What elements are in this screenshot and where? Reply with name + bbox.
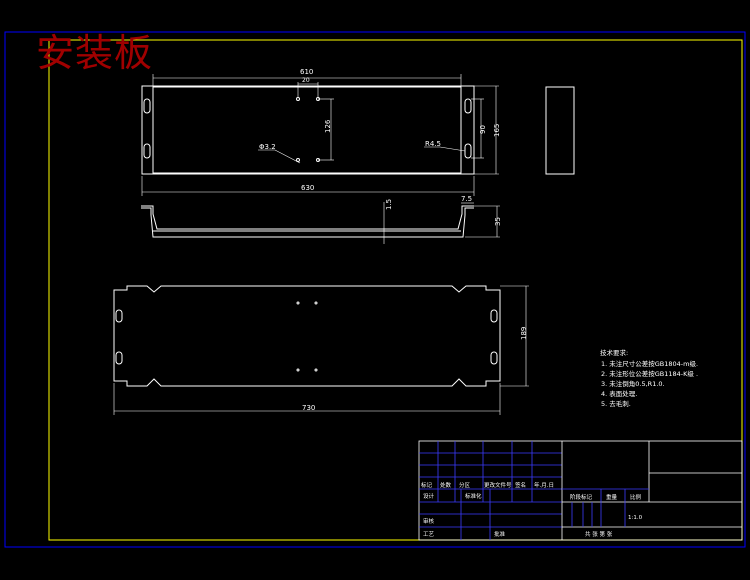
- note-item: 1. 未注尺寸公差按GB1804-m级.: [601, 359, 698, 368]
- tb-scale-label: 比例: [630, 493, 642, 501]
- front-view-dimension-lines: [383, 202, 500, 244]
- dim-inner-width: 610: [300, 68, 313, 76]
- technical-notes: 技术要求: 1. 未注尺寸公差按GB1804-m级. 2. 未注形位公差按GB1…: [600, 348, 698, 408]
- tb-review: 审核: [423, 517, 435, 525]
- notes-heading: 技术要求:: [600, 348, 628, 357]
- note-item: 2. 未注形位公差按GB1184-K级 .: [601, 369, 698, 378]
- top-view-dimension-lines: [141, 74, 499, 196]
- tb-standard: 标准化: [465, 492, 482, 500]
- dim-blank-height: 189: [520, 327, 528, 340]
- dim-blank-length: 730: [302, 404, 315, 412]
- dim-slot-radius: R4.5: [425, 140, 441, 148]
- note-item: 4. 表面处理.: [601, 389, 637, 398]
- drawing-border: [48, 39, 743, 541]
- dim-outer-height: 165: [493, 124, 501, 137]
- dim-overall-length: 630: [301, 184, 314, 192]
- top-view: [141, 85, 475, 175]
- tb-count: 处数: [440, 481, 452, 489]
- drawing-title: 安装板: [36, 31, 154, 75]
- tb-process: 工艺: [423, 531, 435, 538]
- dim-inner-height: 90: [479, 125, 487, 134]
- tb-approve: 批准: [494, 530, 506, 538]
- dim-hole-offset: 20: [302, 77, 310, 84]
- title-block: [418, 440, 743, 541]
- dim-depth: 35: [494, 217, 502, 226]
- side-view: [545, 86, 575, 175]
- outer-frame: [4, 31, 746, 548]
- front-view: [141, 205, 474, 238]
- tb-zone: 分区: [459, 481, 471, 489]
- tb-stage: 阶段标记: [570, 493, 593, 501]
- dim-hole-span: 126: [324, 119, 332, 133]
- blank-view-dimension-lines: [113, 285, 529, 415]
- dim-hole-dia: Φ3.2: [259, 143, 276, 151]
- dim-flange-width: 7.5: [461, 195, 472, 203]
- note-item: 3. 未注倒角0.5,R1.0.: [601, 379, 665, 388]
- title-block-text: 标记 处数 分区 更改文件号 签名 年.月.日 设计 标准化 阶段标记 重量 比…: [421, 481, 643, 538]
- note-item: 5. 去毛刺.: [601, 399, 631, 408]
- tb-scale-value: 1:1.0: [628, 515, 643, 521]
- tb-sign: 签名: [515, 481, 526, 489]
- dim-thickness: 1.5: [385, 199, 393, 210]
- tb-sheet: 共 张 第 张: [585, 530, 613, 538]
- tb-mark: 标记: [421, 481, 433, 489]
- tb-weight: 重量: [606, 493, 618, 501]
- blank-view: [113, 285, 501, 387]
- tb-date: 年.月.日: [534, 481, 554, 489]
- tb-design: 设计: [423, 492, 435, 500]
- tb-change-doc: 更改文件号: [484, 481, 512, 489]
